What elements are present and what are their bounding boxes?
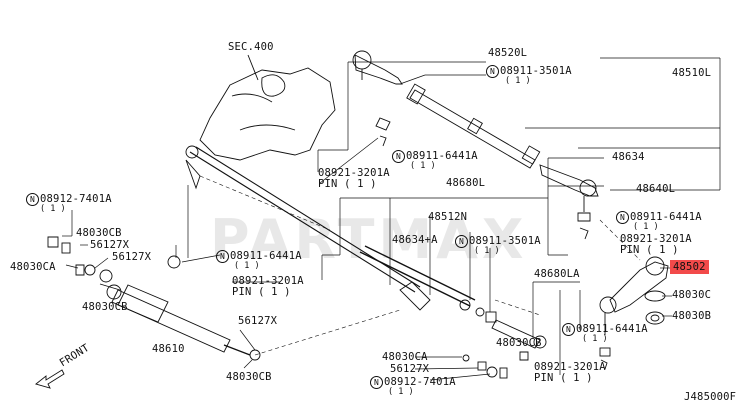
qty-08911-6441A-c: ( 1 ) [234, 261, 260, 271]
label-sec400: SEC.400 [228, 41, 274, 53]
diagram-code: J485000F [684, 391, 737, 403]
label-48030B: 48030B [672, 310, 712, 322]
qty-08911-3501A-mid: ( 1 ) [474, 246, 500, 256]
n-symbol-icon: N [26, 193, 39, 206]
label-48030CB-d: 48030CB [226, 371, 272, 383]
pitman-arm [609, 261, 669, 313]
qty-08911-3501A-top: ( 1 ) [505, 76, 531, 86]
label-pin-d: PIN ( 1 ) [534, 372, 593, 384]
label-48030CA-b: 48030CA [382, 351, 428, 363]
label-48030CA-a: 48030CA [10, 261, 56, 273]
label-56127X-a: 56127X [90, 239, 130, 251]
qty-08911-6441A-b: ( 1 ) [633, 222, 659, 232]
label-pin-b: PIN ( 1 ) [620, 244, 679, 256]
label-08921-3201A-b: 08921-3201A [620, 233, 692, 245]
n-symbol-icon: N [562, 323, 575, 336]
label-08921-3201A-a: 08921-3201A [318, 167, 390, 179]
label-48030CB-c: 48030CB [496, 337, 542, 349]
n-symbol-icon: N [216, 250, 229, 263]
watermark: PARTMAX [210, 208, 528, 271]
qty-08912-7401A-left: ( 1 ) [40, 204, 66, 214]
label-56127X-b: 56127X [112, 251, 152, 263]
label-pin-c: PIN ( 1 ) [232, 286, 291, 298]
qty-08911-6441A-d: ( 1 ) [582, 334, 608, 344]
label-08921-3201A-d: 08921-3201A [534, 361, 606, 373]
label-48030CB-a: 48030CB [76, 227, 122, 239]
n-symbol-icon: N [370, 376, 383, 389]
label-48510L: 48510L [672, 67, 712, 79]
label-48030C: 48030C [672, 289, 712, 301]
highlighted-part-48502[interactable]: 48502 [670, 260, 709, 274]
qty-08912-7401A-bot: ( 1 ) [388, 387, 414, 397]
label-48520L: 48520L [488, 47, 528, 59]
label-48680L: 48680L [446, 177, 486, 189]
label-48634: 48634 [612, 151, 645, 163]
label-pin-a: PIN ( 1 ) [318, 178, 377, 190]
n-symbol-icon: N [455, 235, 468, 248]
label-48640L: 48640L [636, 183, 676, 195]
qty-08911-6441A-a: ( 1 ) [410, 161, 436, 171]
label-48680LA: 48680LA [534, 268, 580, 280]
label-48610: 48610 [152, 343, 185, 355]
n-symbol-icon: N [486, 65, 499, 78]
label-48512N: 48512N [428, 211, 468, 223]
label-48634A: 48634+A [392, 234, 438, 246]
front-arrow [35, 369, 65, 389]
label-56127X-c: 56127X [238, 315, 278, 327]
label-48030CB-b: 48030CB [82, 301, 128, 313]
label-56127X-d: 56127X [390, 363, 430, 375]
sec400-housing [199, 67, 336, 161]
label-48502[interactable]: 48502 [670, 260, 709, 274]
label-08921-3201A-c: 08921-3201A [232, 275, 304, 287]
n-symbol-icon: N [392, 150, 405, 163]
n-symbol-icon: N [616, 211, 629, 224]
